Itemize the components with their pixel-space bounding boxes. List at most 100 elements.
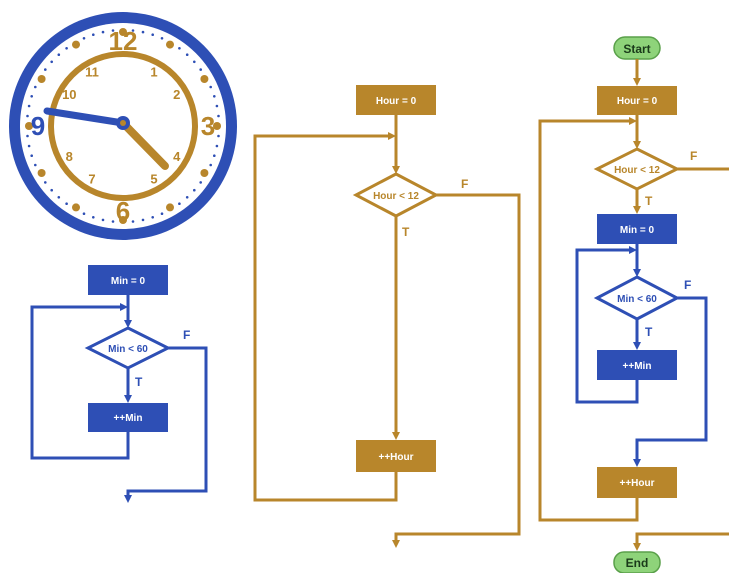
end-terminal bbox=[613, 551, 661, 573]
clock-minute-dot bbox=[215, 104, 219, 108]
clock-minute-dot bbox=[82, 212, 86, 215]
clock-minute-dot bbox=[209, 163, 212, 167]
nested-hour-increment-label: ++Hour bbox=[619, 478, 654, 489]
clock-minute-dot bbox=[101, 30, 105, 34]
clock-hour-dot bbox=[200, 169, 209, 177]
hour-increment-box bbox=[356, 440, 436, 472]
clock-minute-dot bbox=[111, 220, 115, 223]
clock-hour-dot bbox=[37, 75, 46, 83]
clock-minute-dot bbox=[50, 60, 53, 64]
clock-minute-dot bbox=[151, 216, 154, 219]
min-init-label: Min = 0 bbox=[111, 276, 146, 287]
clock-minute-dot bbox=[215, 144, 219, 148]
clock-minute-dot bbox=[44, 181, 47, 184]
nested-min-false-label: F bbox=[684, 278, 691, 292]
arrow-hour-false-exit bbox=[392, 193, 521, 548]
clock-minute-dot bbox=[185, 196, 189, 199]
clock-minute-dot bbox=[92, 33, 95, 36]
hour-increment-label: ++Hour bbox=[378, 452, 413, 463]
nested-min-true-label: T bbox=[645, 325, 653, 339]
clock-hour-dot bbox=[213, 122, 221, 130]
nested-hour-init-label: Hour = 0 bbox=[617, 96, 658, 107]
clock-minute-dot bbox=[131, 220, 135, 223]
min-increment-box bbox=[88, 403, 168, 432]
arrow-nested-hour-loop-back bbox=[538, 117, 639, 522]
clock-minute-dot bbox=[131, 29, 135, 32]
nested-hour-init-box bbox=[597, 86, 677, 115]
clock-hour-dot bbox=[119, 216, 127, 224]
clock-minute-dot bbox=[101, 218, 105, 222]
clock-minute-dot bbox=[30, 95, 33, 98]
min-false-label: F bbox=[183, 328, 190, 342]
clock-minute-dot bbox=[111, 29, 115, 32]
clock-minute-dot bbox=[50, 188, 53, 192]
clock-minute-dot bbox=[141, 30, 145, 34]
clock-hour-dot bbox=[37, 169, 46, 177]
hour-true-label: T bbox=[402, 225, 410, 239]
hour-init-label: Hour = 0 bbox=[376, 96, 417, 107]
clock-minute-hand bbox=[43, 107, 127, 127]
clock-minute-dot bbox=[199, 181, 202, 184]
clock-minute-dot bbox=[65, 202, 68, 205]
min-condition-label: Min < 60 bbox=[108, 344, 148, 355]
clock-hour-dot bbox=[72, 203, 80, 212]
min-init-box bbox=[88, 265, 168, 295]
hour-init-box bbox=[356, 85, 436, 115]
clock-number-12: 12 bbox=[109, 26, 138, 56]
clock-number-7: 7 bbox=[88, 172, 95, 187]
clock-minute-dot bbox=[193, 188, 196, 192]
hour-loop-flowchart: Hour = 0 Hour < 12 T ++Hour F bbox=[253, 85, 521, 548]
nested-min-init-label: Min = 0 bbox=[620, 225, 655, 236]
clock-hour-dot bbox=[25, 122, 33, 130]
arrow-min-loop-back bbox=[30, 303, 130, 460]
nested-min-init-box bbox=[597, 214, 677, 244]
clock-minute-dot bbox=[141, 218, 145, 222]
clock-inner-ring bbox=[48, 51, 198, 201]
nested-loop-flowchart: Start Hour = 0 Hour < 12 T Min = 0 Min <… bbox=[538, 36, 729, 573]
clock-minute-dot bbox=[34, 163, 37, 167]
start-label: Start bbox=[623, 42, 650, 56]
clock-number-2: 2 bbox=[173, 87, 180, 102]
clock-minute-dot bbox=[57, 196, 61, 199]
nested-hour-condition-label: Hour < 12 bbox=[614, 165, 660, 176]
nested-hour-false-label: F bbox=[690, 149, 697, 163]
minute-loop-flowchart: Min = 0 Min < 60 T ++Min F bbox=[30, 265, 208, 503]
clock-minute-dot bbox=[199, 68, 202, 71]
clock-number-11: 11 bbox=[85, 64, 99, 79]
clock-minute-dot bbox=[160, 212, 164, 215]
clock-number-1: 1 bbox=[150, 64, 157, 79]
clock-number-3: 3 bbox=[201, 111, 215, 141]
clock-minute-dot bbox=[26, 114, 29, 118]
hour-false-label: F bbox=[461, 177, 468, 191]
clock-number-10: 10 bbox=[62, 87, 76, 102]
clock-minute-dot bbox=[65, 47, 68, 50]
arrow-nested-min-loop-back bbox=[575, 246, 639, 404]
arrow-min-false-exit bbox=[124, 346, 208, 503]
clock-minute-dot bbox=[217, 134, 220, 138]
clock-minute-dot bbox=[178, 202, 181, 205]
clock-hour-hand bbox=[119, 119, 169, 170]
clock-hour-dot bbox=[200, 75, 209, 83]
clock-minute-dot bbox=[26, 134, 29, 138]
clock-minute-dot bbox=[193, 60, 196, 64]
nested-hour-true-label: T bbox=[645, 194, 653, 208]
clock-minute-dot bbox=[209, 85, 212, 89]
hour-condition-label: Hour < 12 bbox=[373, 191, 419, 202]
clock-number-5: 5 bbox=[150, 172, 157, 187]
clock-minute-dot bbox=[82, 37, 86, 40]
arrow-nested-min-false-exit bbox=[633, 296, 708, 467]
clock-minute-dot bbox=[185, 53, 189, 56]
clock-minute-dot bbox=[27, 144, 31, 148]
clock-minute-dot bbox=[34, 85, 37, 89]
arrow-hour-loop-back bbox=[253, 132, 398, 502]
clock-tick-marks bbox=[25, 28, 221, 224]
clock-number-4: 4 bbox=[173, 149, 181, 164]
clock-number-6: 6 bbox=[116, 196, 130, 226]
nested-hour-increment-box bbox=[597, 467, 677, 498]
min-true-label: T bbox=[135, 375, 143, 389]
clock-minute-dot bbox=[92, 216, 95, 219]
nested-min-increment-label: ++Min bbox=[623, 361, 652, 372]
clock-hour-dot bbox=[166, 40, 174, 49]
min-increment-label: ++Min bbox=[114, 413, 143, 424]
